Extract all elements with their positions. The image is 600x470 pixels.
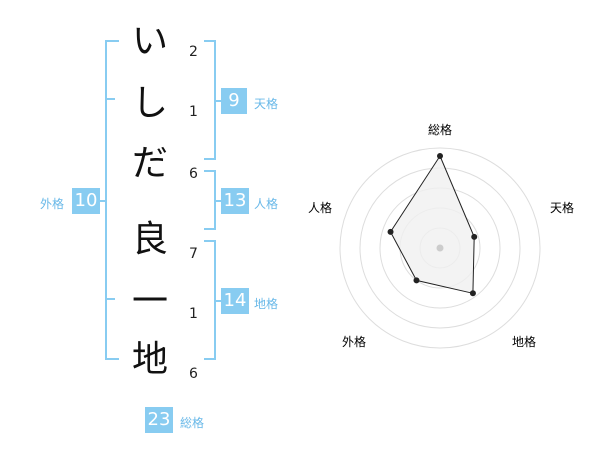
gaikaku-tick-upper: [105, 98, 115, 100]
radar-axis-label-soukaku: 総格: [428, 122, 452, 137]
tenkaku-value: 9: [221, 88, 247, 114]
radar-axis-label-gaikaku: 外格: [342, 334, 366, 349]
radar-axis-label-chikaku: 地格: [512, 334, 536, 349]
soukaku-label: 総格: [180, 416, 205, 430]
jinkaku-label: 人格: [254, 197, 279, 211]
tenkaku-bracket-bottom: [204, 158, 216, 160]
chikaku-bracket-bottom: [204, 358, 216, 360]
radar-point-5: [387, 228, 394, 235]
radar-point-4: [413, 277, 420, 284]
name-char-6: 地: [131, 339, 168, 380]
radar-center-dot: [436, 244, 444, 252]
soukaku-value: 23: [145, 407, 173, 433]
stroke-count-3: 6: [189, 166, 198, 182]
chikaku-connector: [214, 300, 222, 302]
stroke-count-4: 7: [189, 246, 198, 262]
gaikaku-label: 外格: [40, 197, 65, 211]
radar-point-1: [437, 153, 443, 159]
stroke-count-6: 6: [189, 366, 198, 382]
gaikaku-bracket-spine: [105, 40, 107, 360]
jinkaku-value: 13: [221, 188, 249, 214]
gaikaku-value: 10: [72, 188, 100, 214]
name-char-4: 良: [131, 219, 168, 260]
stroke-count-5: 1: [189, 306, 198, 322]
radar-points: [387, 153, 478, 297]
jinkaku-bracket-top: [204, 170, 216, 172]
gaikaku-bracket-top: [105, 40, 119, 42]
gaikaku-bracket-bottom: [105, 358, 119, 360]
radar-axis-label-jinkaku: 人格: [308, 200, 332, 215]
chikaku-bracket-top: [204, 240, 216, 242]
name-char-2: し: [131, 83, 168, 124]
radar-point-3: [469, 290, 476, 297]
radar-point-2: [471, 233, 478, 240]
name-char-1: い: [131, 21, 168, 62]
chikaku-label: 地格: [254, 297, 279, 311]
jinkaku-bracket-bottom: [204, 228, 216, 230]
jinkaku-connector: [214, 200, 222, 202]
name-char-3: だ: [131, 143, 168, 184]
tenkaku-label: 天格: [254, 97, 279, 111]
tenkaku-bracket-top: [204, 40, 216, 42]
radar-ring: [339, 147, 541, 349]
radar-polygon: [389, 154, 475, 294]
radar-axis-label-tenkaku: 天格: [550, 200, 574, 215]
stroke-count-2: 1: [189, 104, 198, 120]
stroke-count-1: 2: [189, 44, 198, 60]
gaikaku-connector: [98, 200, 106, 202]
name-char-5: 一: [131, 281, 168, 322]
fortune-radar-chart: 総格 天格 地格 外格 人格: [308, 122, 574, 349]
gaikaku-tick-lower: [105, 298, 115, 300]
tenkaku-connector: [214, 100, 222, 102]
chikaku-value: 14: [221, 288, 249, 314]
